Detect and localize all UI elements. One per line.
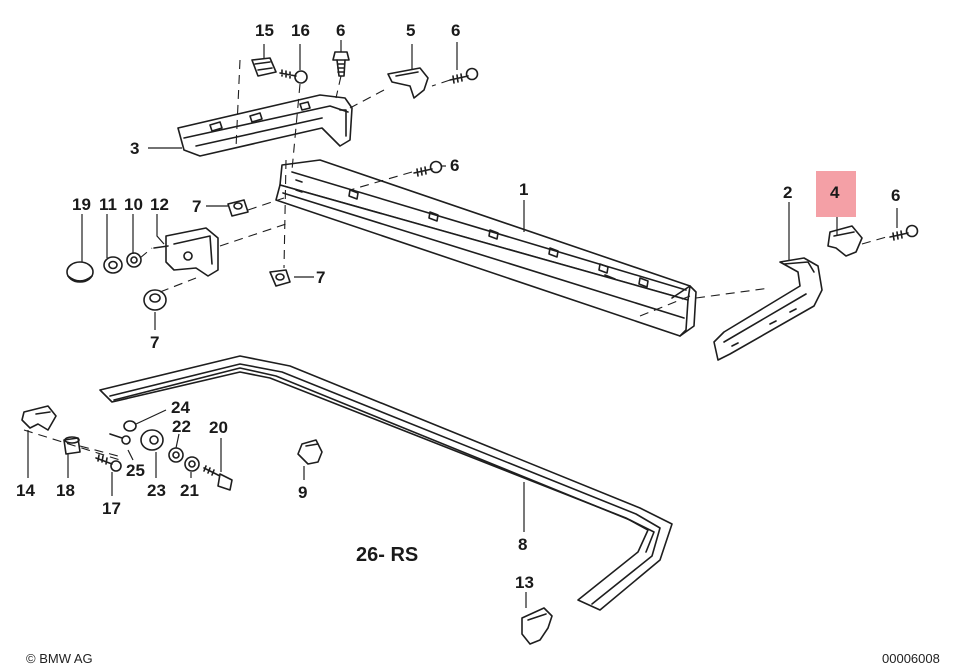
- callout-1: 1: [519, 180, 529, 199]
- part-12-bracket: [153, 227, 219, 277]
- part-11-nut: [103, 256, 123, 274]
- copyright-text: © BMW AG: [26, 651, 93, 666]
- callout-22: 22: [172, 417, 191, 436]
- callout-18: 18: [56, 481, 75, 500]
- part-7-nut-b: [269, 269, 291, 287]
- part-20-bolt: [203, 465, 233, 491]
- callout-7-b: 7: [316, 268, 326, 287]
- variant-label: 26- RS: [356, 544, 419, 566]
- part-23-bushing: [140, 429, 164, 451]
- part-5-clip: [387, 67, 429, 99]
- highlight-box-part-4: [816, 171, 856, 217]
- part-15-clip-nut: [251, 57, 277, 77]
- part-17-screw: [95, 454, 122, 472]
- callout-2: 2: [783, 183, 793, 202]
- callout-16: 16: [291, 21, 310, 40]
- part-22-washer: [168, 447, 184, 463]
- part-13-clip: [521, 607, 553, 645]
- callout-13: 13: [515, 573, 534, 592]
- callout-7-a: 7: [192, 197, 202, 216]
- part-6-screw-d: [889, 224, 919, 241]
- part-10-washer: [126, 252, 142, 268]
- callout-23: 23: [147, 481, 166, 500]
- callout-20: 20: [209, 418, 228, 437]
- callout-6-b: 6: [451, 21, 461, 40]
- callout-24: 24: [171, 398, 190, 417]
- part-6-screw-c: [413, 160, 443, 177]
- callout-9: 9: [298, 483, 308, 502]
- callout-4: 4: [830, 183, 840, 202]
- drawing-number: 00006008: [882, 651, 940, 666]
- callout-7-c: 7: [150, 333, 160, 352]
- part-19-nut-cap: [66, 261, 94, 283]
- part-1-main-rail: [275, 159, 697, 337]
- callout-11: 11: [99, 195, 117, 214]
- part-8-seal-frame: [99, 355, 673, 611]
- callout-6-top: 6: [336, 21, 346, 40]
- part-14-clip: [21, 405, 57, 431]
- callout-19: 19: [72, 195, 91, 214]
- callout-14: 14: [16, 481, 35, 500]
- part-7-nut-a: [227, 199, 249, 217]
- callout-6-d: 6: [891, 186, 901, 205]
- part-6-screw-b: [449, 67, 479, 84]
- assembly-lines: [23, 59, 891, 461]
- callout-15: 15: [255, 21, 274, 40]
- part-16-screw: [279, 69, 308, 84]
- part-9-clip: [297, 439, 323, 465]
- callout-6-c: 6: [450, 156, 460, 175]
- part-21-washer: [184, 456, 200, 472]
- part-7-nut-c: [143, 289, 167, 311]
- part-4-clip: [827, 225, 863, 257]
- part-18-spacer: [63, 436, 81, 455]
- part-3-bracket: [177, 94, 353, 157]
- callout-21: 21: [180, 481, 199, 500]
- callout-3: 3: [130, 139, 140, 158]
- part-25-screw: [109, 433, 131, 445]
- callout-8: 8: [518, 535, 528, 554]
- callout-12: 12: [150, 195, 169, 214]
- part-24-grommet: [123, 420, 137, 432]
- part-6-screw-top: [332, 51, 350, 77]
- callout-5: 5: [406, 21, 416, 40]
- part-2-rear-bracket: [713, 257, 823, 361]
- callout-10: 10: [124, 195, 143, 214]
- leader-lines: [27, 40, 898, 608]
- callout-17: 17: [102, 499, 121, 518]
- callout-25: 25: [126, 461, 145, 480]
